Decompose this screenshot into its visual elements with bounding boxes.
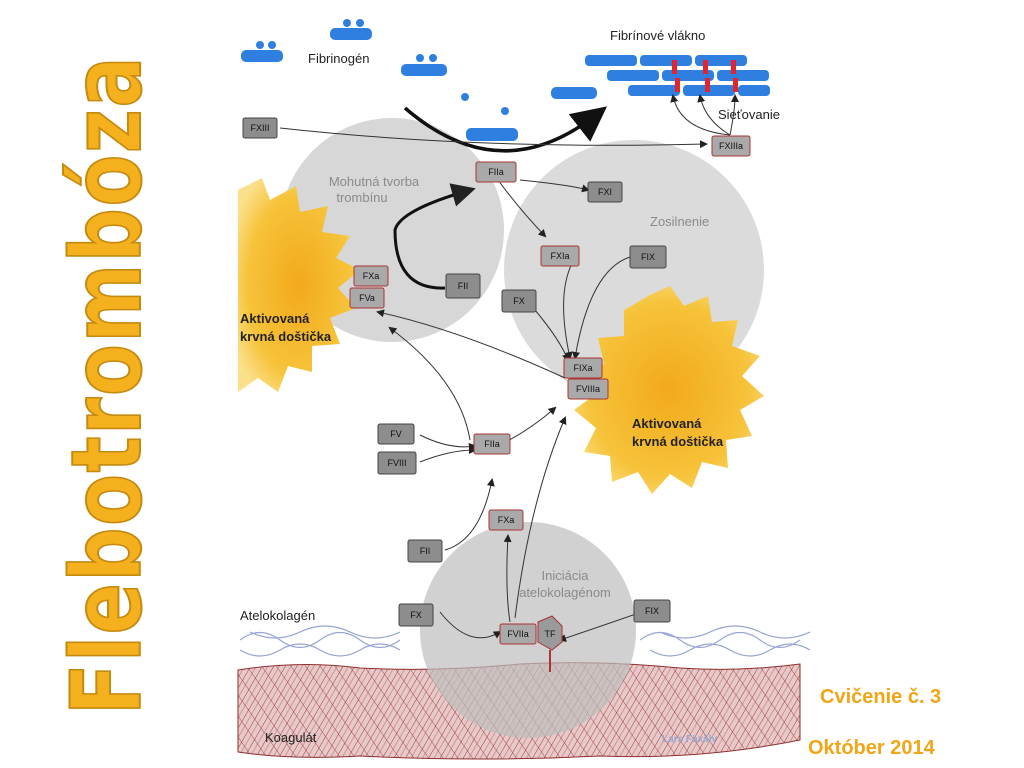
svg-text:FVIIa: FVIIa — [507, 629, 529, 639]
label-watermark: Lars Fäxälv — [662, 734, 717, 745]
svg-text:FIX: FIX — [645, 606, 659, 616]
svg-text:FVIII: FVIII — [387, 458, 406, 468]
svg-text:TF: TF — [545, 629, 556, 639]
factor-fxa-left: FXa — [353, 265, 389, 287]
svg-text:FII: FII — [458, 281, 469, 291]
label-amplification: Zosilnenie — [650, 214, 709, 229]
factor-fviii: FVIII — [377, 451, 417, 475]
factor-fixa: FIXa — [563, 357, 603, 379]
factor-fxiii: FXIII — [242, 117, 278, 139]
label-initiation-2: atelokolagénom — [519, 585, 611, 600]
factor-fxia: FXIa — [540, 245, 580, 267]
activated-platelet-right — [574, 286, 764, 494]
svg-text:FIX: FIX — [641, 252, 655, 262]
vertical-title-text: Flebotrombóza — [51, 55, 163, 715]
factor-fii-mid: FII — [445, 273, 481, 299]
fibrin-fiber — [585, 55, 770, 96]
factor-boxes: FXIII FXIIIa FIIa FXI FXa FVa FII FXIa F… — [242, 117, 751, 672]
factor-fv: FV — [377, 423, 415, 445]
svg-text:FII: FII — [420, 546, 431, 556]
factor-fxiiia: FXIIIa — [711, 135, 751, 157]
label-atelocollagen: Atelokolagén — [240, 608, 315, 623]
svg-text:FX: FX — [410, 610, 422, 620]
factor-fix-low: FIX — [633, 599, 671, 623]
label-initiation-1: Iniciácia — [542, 568, 590, 583]
svg-text:FXIa: FXIa — [550, 251, 569, 261]
factor-fxi: FXI — [587, 181, 623, 203]
label-fibrinogen: Fibrinogén — [308, 51, 369, 66]
label-activated-platelet-right-1: Aktivovaná — [632, 416, 702, 431]
svg-text:FV: FV — [390, 429, 402, 439]
factor-fx-mid: FX — [501, 289, 537, 313]
label-activated-platelet-right-2: krvná doštička — [632, 434, 724, 449]
factor-fii-low: FII — [407, 539, 443, 563]
label-crosslinking: Sieťovanie — [718, 107, 780, 122]
atelocollagen-fibers — [239, 625, 811, 657]
factor-fva: FVa — [349, 287, 385, 309]
factor-fix-mid: FIX — [629, 245, 667, 269]
fibrinogen-molecules — [241, 19, 597, 141]
svg-text:FIXa: FIXa — [573, 363, 592, 373]
factor-fviiia: FVIIIa — [567, 378, 609, 400]
label-activated-platelet-left-1: Aktivovaná — [240, 311, 310, 326]
label-clot: Koagulát — [265, 730, 317, 745]
factor-fiia-top: FIIa — [475, 161, 517, 183]
factor-fviia: FVIIa — [499, 623, 537, 645]
label-activated-platelet-left-2: krvná doštička — [240, 329, 332, 344]
svg-text:FXI: FXI — [598, 187, 612, 197]
svg-text:FXIII: FXIII — [250, 123, 269, 133]
svg-text:FXa: FXa — [363, 271, 380, 281]
activated-platelet-left — [238, 178, 360, 392]
svg-text:FVIIIa: FVIIIa — [576, 384, 600, 394]
label-fibrin-fiber: Fibrínové vlákno — [610, 28, 705, 43]
label-massive-thrombin-1: Mohutná tvorba — [329, 174, 420, 189]
svg-text:FIIa: FIIa — [488, 167, 504, 177]
reaction-arrows — [279, 94, 739, 642]
label-massive-thrombin-2: trombínu — [336, 190, 387, 205]
svg-text:FXIIIa: FXIIIa — [719, 141, 743, 151]
svg-text:FX: FX — [513, 296, 525, 306]
factor-fx-low: FX — [398, 603, 434, 627]
svg-text:FXa: FXa — [498, 515, 515, 525]
factor-fxa-low: FXa — [488, 509, 524, 531]
svg-text:FIIa: FIIa — [484, 439, 500, 449]
fibrinogen-to-fibrin-arrow — [403, 106, 608, 153]
footer-date: Október 2014 — [808, 737, 936, 759]
factor-tf: TF — [537, 615, 563, 672]
svg-text:FVa: FVa — [359, 293, 375, 303]
factor-fiia-mid: FIIa — [473, 433, 511, 455]
footer-exercise: Cvičenie č. 3 — [820, 686, 941, 708]
vertical-title: Flebotrombóza — [50, 54, 164, 716]
